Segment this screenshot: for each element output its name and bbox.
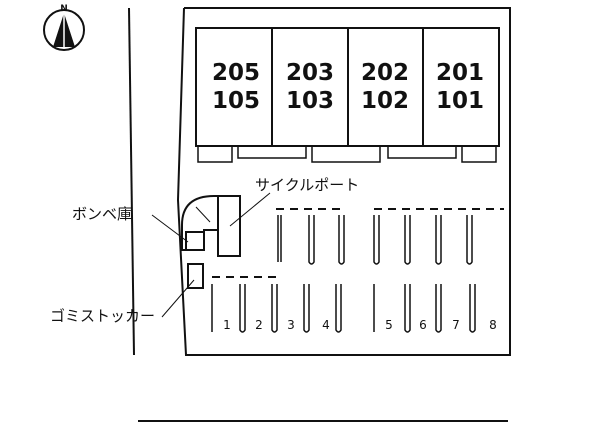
gas-cylinder-storage bbox=[185, 231, 205, 251]
cycle-port-leader bbox=[229, 192, 271, 227]
unit-number-lower: 103 bbox=[286, 88, 334, 114]
unit-block-2 bbox=[271, 27, 349, 147]
north-compass-icon: N bbox=[43, 4, 85, 51]
entrance-step bbox=[311, 145, 381, 163]
parking-space-number: 7 bbox=[452, 318, 460, 332]
entrance-steps bbox=[197, 145, 497, 163]
entrance-step bbox=[197, 145, 233, 163]
parking-space-number: 6 bbox=[419, 318, 427, 332]
parking-space-number: 4 bbox=[322, 318, 330, 332]
garbage-stocker-label: ゴミストッカー bbox=[50, 307, 155, 325]
unit-number-upper: 202 bbox=[361, 60, 409, 86]
parking-space-number: 8 bbox=[489, 318, 497, 332]
cycle-port-structure bbox=[181, 195, 241, 257]
unit-block-3 bbox=[347, 27, 424, 147]
entrance-step bbox=[387, 145, 457, 159]
entrance-step bbox=[237, 145, 307, 159]
unit-number-lower: 105 bbox=[212, 88, 260, 114]
garbage-leader bbox=[161, 279, 195, 318]
lower-stall-dividers bbox=[211, 284, 476, 333]
parking-space-number: 1 bbox=[223, 318, 231, 332]
unit-block-4 bbox=[422, 27, 500, 147]
unit-number-lower: 102 bbox=[361, 88, 409, 114]
west-road-line bbox=[128, 7, 135, 356]
lot-boundary bbox=[176, 7, 511, 356]
entrance-step bbox=[461, 145, 497, 163]
unit-number-lower: 101 bbox=[436, 88, 484, 114]
gas-cylinder-storage-label: ボンベ庫 bbox=[72, 205, 132, 223]
building: 205 105 203 103 202 102 201 101 bbox=[195, 27, 500, 147]
parking-space-number: 5 bbox=[385, 318, 393, 332]
unit-number-upper: 201 bbox=[436, 60, 484, 86]
upper-stall-dividers bbox=[277, 215, 473, 265]
garbage-stocker bbox=[187, 263, 204, 289]
cycle-port-label: サイクルポート bbox=[255, 176, 359, 194]
gas-storage-leader bbox=[151, 214, 189, 243]
parking-space-number: 3 bbox=[287, 318, 295, 332]
parking-space-number: 2 bbox=[255, 318, 263, 332]
unit-number-upper: 205 bbox=[212, 60, 260, 86]
unit-block-1 bbox=[195, 27, 273, 147]
unit-number-upper: 203 bbox=[286, 60, 334, 86]
compass-north-label: N bbox=[60, 4, 68, 14]
